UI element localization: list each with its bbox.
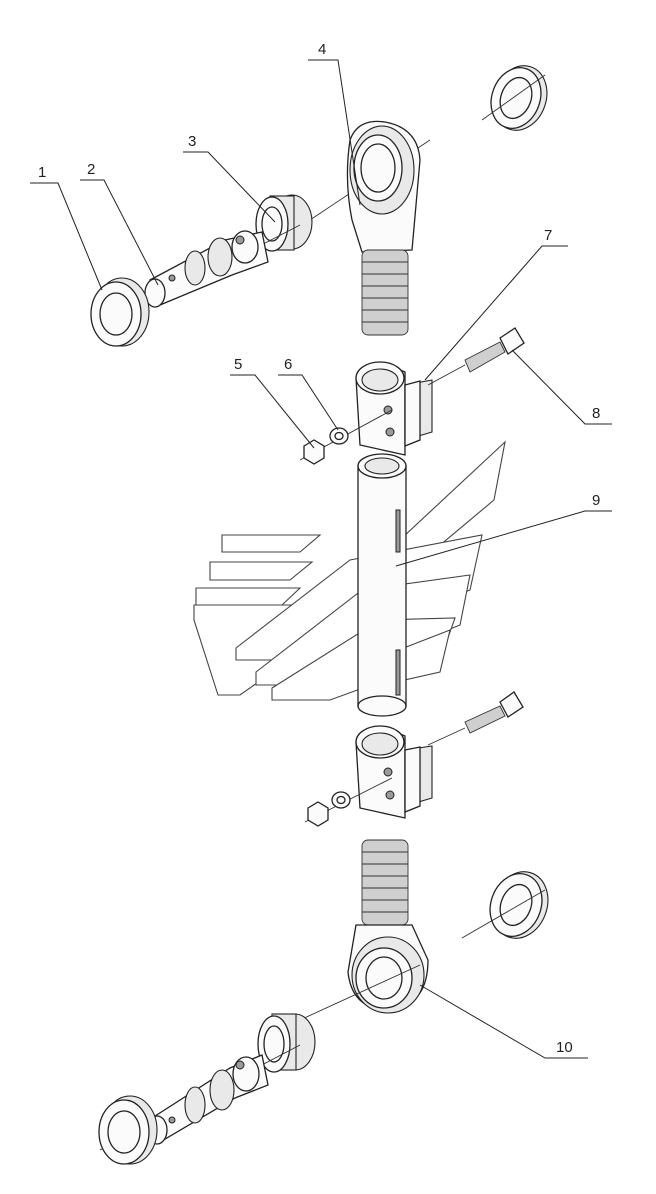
callout-labels: 1 2 3 4 5 6 7 8 9 10 <box>38 41 600 1056</box>
bearing-upper <box>255 194 313 252</box>
nut-lower-left <box>98 1095 158 1165</box>
callout-6: 6 <box>284 356 292 373</box>
clamp-lower <box>355 725 433 819</box>
callout-4: 4 <box>318 41 326 58</box>
callout-5: 5 <box>234 356 242 373</box>
washer-top-right <box>481 65 548 131</box>
washer-lower-right <box>461 871 549 939</box>
bolt-upper <box>427 327 525 386</box>
clamp-upper <box>355 361 433 456</box>
tube <box>357 453 407 717</box>
callout-7: 7 <box>544 227 552 244</box>
nut-washer-lower <box>304 777 393 827</box>
callout-3: 3 <box>188 133 196 150</box>
callout-10: 10 <box>556 1039 573 1056</box>
shaft-upper <box>119 224 301 319</box>
nut-upper-left <box>90 277 150 347</box>
callout-1: 1 <box>38 164 46 181</box>
nut-washer-upper <box>299 409 393 465</box>
callout-8: 8 <box>592 405 600 422</box>
bolt-lower <box>427 691 524 746</box>
callout-2: 2 <box>87 161 95 178</box>
callout-9: 9 <box>592 492 600 509</box>
bearing-lower <box>257 1013 316 1073</box>
leader-lines <box>30 59 612 1059</box>
watermark-logo <box>193 440 506 701</box>
rod-end-upper <box>309 120 431 336</box>
rod-end-lower <box>299 839 429 1021</box>
